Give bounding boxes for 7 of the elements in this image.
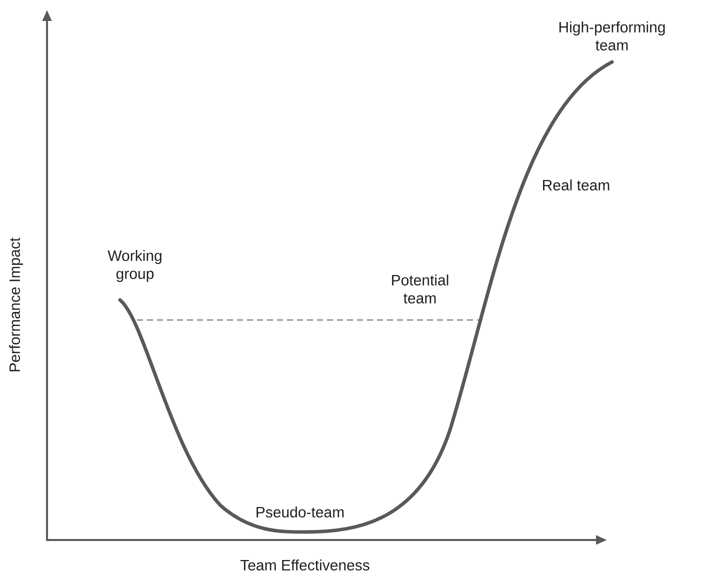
- curve-label: High-performing team: [559, 21, 665, 50]
- curve-label: Real team: [543, 179, 610, 190]
- axis-label: Performance Impact: [9, 238, 23, 372]
- axis-label: Team Effectiveness: [240, 559, 370, 570]
- curve-label: Pseudo-team: [256, 506, 344, 518]
- curve-label: Potential team: [392, 274, 448, 304]
- curve-label: Working group: [108, 250, 162, 282]
